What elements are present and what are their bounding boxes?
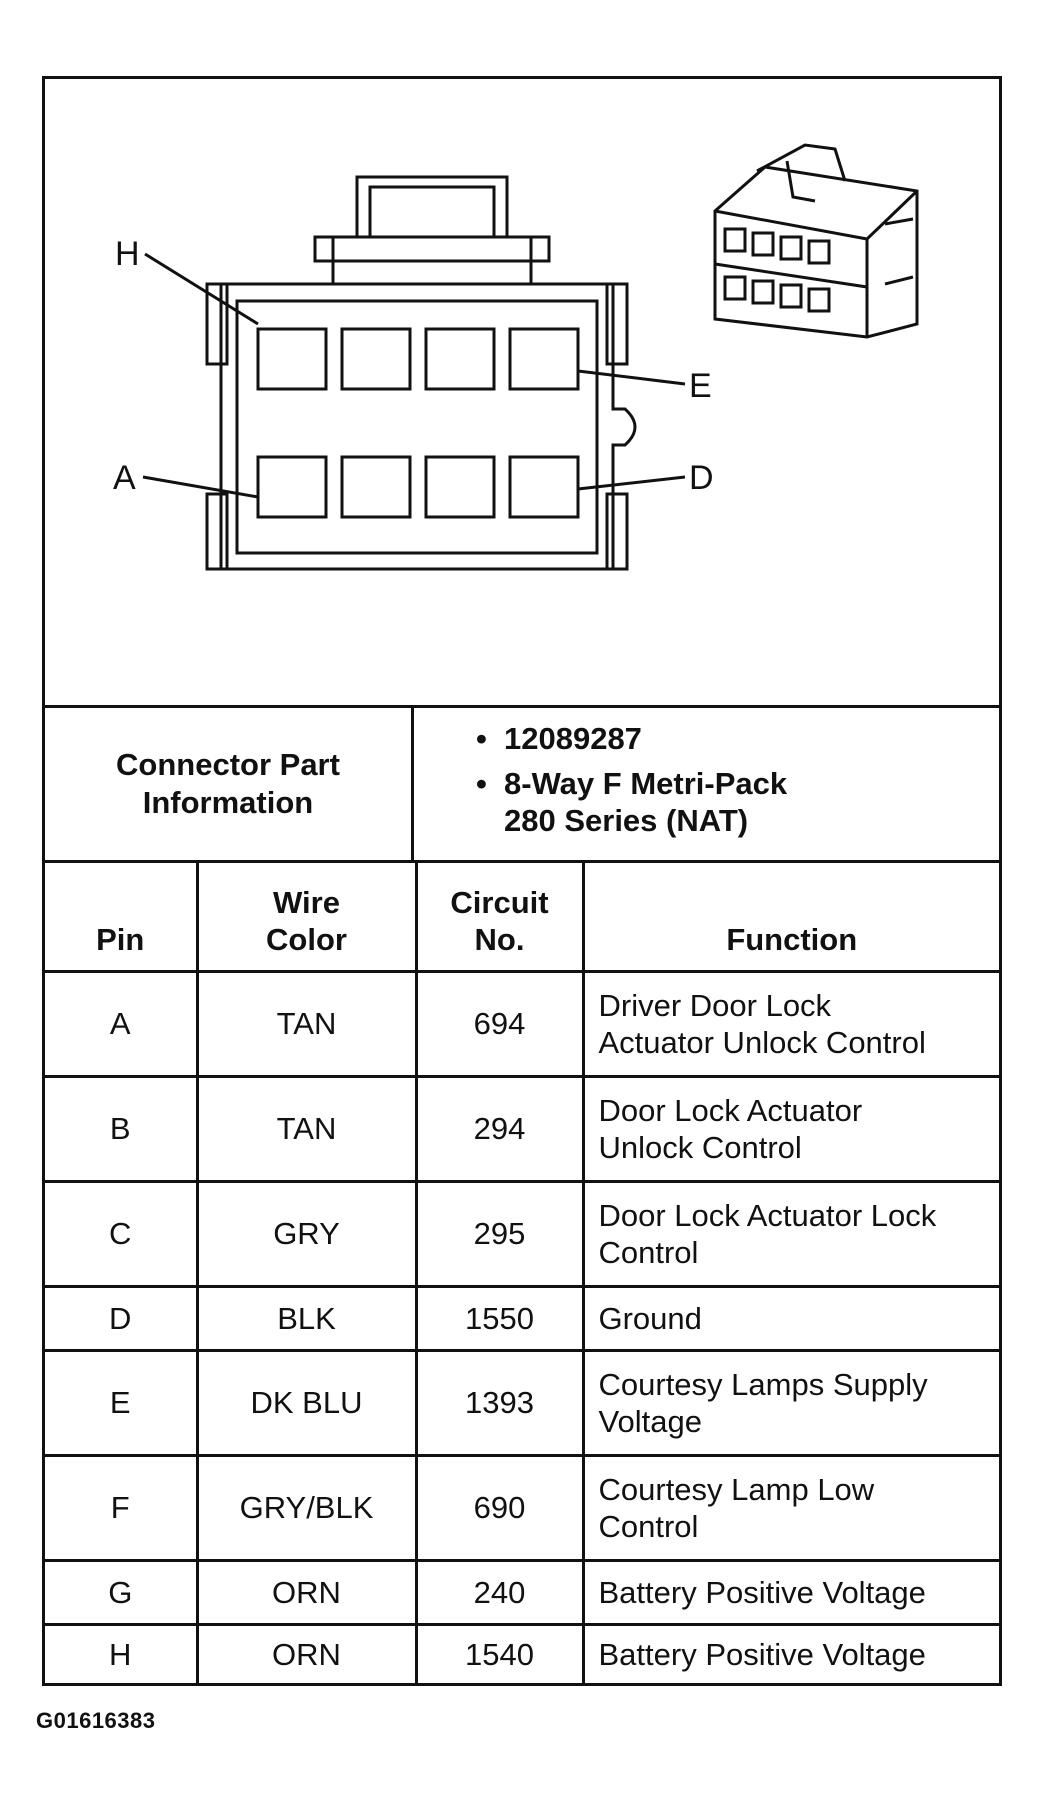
wire-color-cell: DK BLU: [195, 1348, 418, 1457]
connector-frame: H E A D Connector Part Information • 120…: [42, 76, 1002, 1686]
connector-diagram: H E A D: [45, 79, 999, 708]
circuit-cell: 1393: [414, 1348, 585, 1457]
connector-type: • 8-Way F Metri-Pack: [476, 766, 788, 801]
leader-a: [142, 475, 259, 499]
pin-label-e: E: [689, 367, 712, 405]
wire-color-cell: GRY: [195, 1179, 418, 1288]
left-rail-bottom: [205, 492, 229, 571]
connector-part-info: Connector Part Information • 12089287 • …: [45, 708, 999, 863]
cavity-e: [508, 327, 580, 391]
leader-d: [577, 475, 686, 491]
pin-cell: D: [45, 1284, 199, 1352]
circuit-cell: 295: [414, 1179, 585, 1288]
part-info-label: Connector Part Information: [45, 708, 414, 860]
cavity-f: [424, 327, 496, 391]
connector-series: 280 Series (NAT): [504, 803, 749, 838]
latch-outer: [331, 175, 533, 284]
housing-outer: [219, 282, 637, 571]
pin-label-a: A: [113, 459, 136, 497]
part-info-values: • 12089287 • 8-Way F Metri-Pack 280 Seri…: [414, 708, 999, 860]
function-cell: Battery Positive Voltage: [581, 1622, 999, 1684]
pin-cell: C: [45, 1179, 199, 1288]
part-number: • 12089287: [476, 721, 642, 756]
circuit-cell: 1550: [414, 1284, 585, 1352]
header-pin: Pin: [45, 863, 199, 973]
table-row: G ORN 240 Battery Positive Voltage: [45, 1558, 999, 1626]
leader-e: [577, 369, 686, 386]
wire-color-cell: BLK: [195, 1284, 418, 1352]
right-rail-top: [605, 282, 629, 366]
table-row: D BLK 1550 Ground: [45, 1284, 999, 1352]
connector-isometric-view: [713, 143, 919, 339]
connector-face-drawing: H E A D: [113, 143, 919, 571]
pin-cell: G: [45, 1558, 199, 1626]
latch-bar: [313, 235, 551, 263]
header-circuit-no: Circuit No.: [414, 863, 585, 973]
circuit-cell: 694: [414, 969, 585, 1078]
bullet-icon: •: [476, 721, 487, 756]
wire-color-cell: ORN: [195, 1622, 418, 1684]
housing-inner: [235, 299, 599, 555]
latch-inner: [368, 185, 496, 239]
right-rail-bottom: [605, 492, 629, 571]
leader-h: [144, 252, 259, 326]
pin-label-h: H: [115, 235, 140, 273]
function-cell: Battery Positive Voltage: [581, 1558, 999, 1626]
pin-cell: F: [45, 1453, 199, 1562]
wire-color-cell: GRY/BLK: [195, 1453, 418, 1562]
header-function: Function: [581, 863, 999, 973]
part-info-label-line2: Information: [142, 785, 314, 820]
wire-color-cell: TAN: [195, 969, 418, 1078]
pin-label-d: D: [689, 459, 714, 497]
cavity-g: [340, 327, 412, 391]
pin-cell: A: [45, 969, 199, 1078]
cavity-h: [256, 327, 328, 391]
cavity-a: [256, 455, 328, 519]
left-rail-top: [205, 282, 229, 366]
circuit-cell: 1540: [414, 1622, 585, 1684]
cavity-b: [340, 455, 412, 519]
cavity-c: [424, 455, 496, 519]
circuit-cell: 690: [414, 1453, 585, 1562]
header-wire-color: Wire Color: [195, 863, 418, 973]
figure-code: G01616383: [36, 1708, 156, 1733]
pin-cell: H: [45, 1622, 199, 1684]
pin-cell: B: [45, 1074, 199, 1183]
part-info-label-line1: Connector Part: [116, 747, 340, 782]
function-cell: Ground: [581, 1284, 999, 1352]
circuit-cell: 294: [414, 1074, 585, 1183]
circuit-cell: 240: [414, 1558, 585, 1626]
bullet-icon: •: [476, 766, 487, 801]
table-header-row: Pin Wire Color Circuit No. Function: [45, 863, 999, 973]
wire-color-cell: ORN: [195, 1558, 418, 1626]
pin-table: Pin Wire Color Circuit No. Function A TA…: [45, 863, 999, 1684]
pin-cell: E: [45, 1348, 199, 1457]
table-row: H ORN 1540 Battery Positive Voltage: [45, 1622, 999, 1684]
wire-color-cell: TAN: [195, 1074, 418, 1183]
cavity-d: [508, 455, 580, 519]
